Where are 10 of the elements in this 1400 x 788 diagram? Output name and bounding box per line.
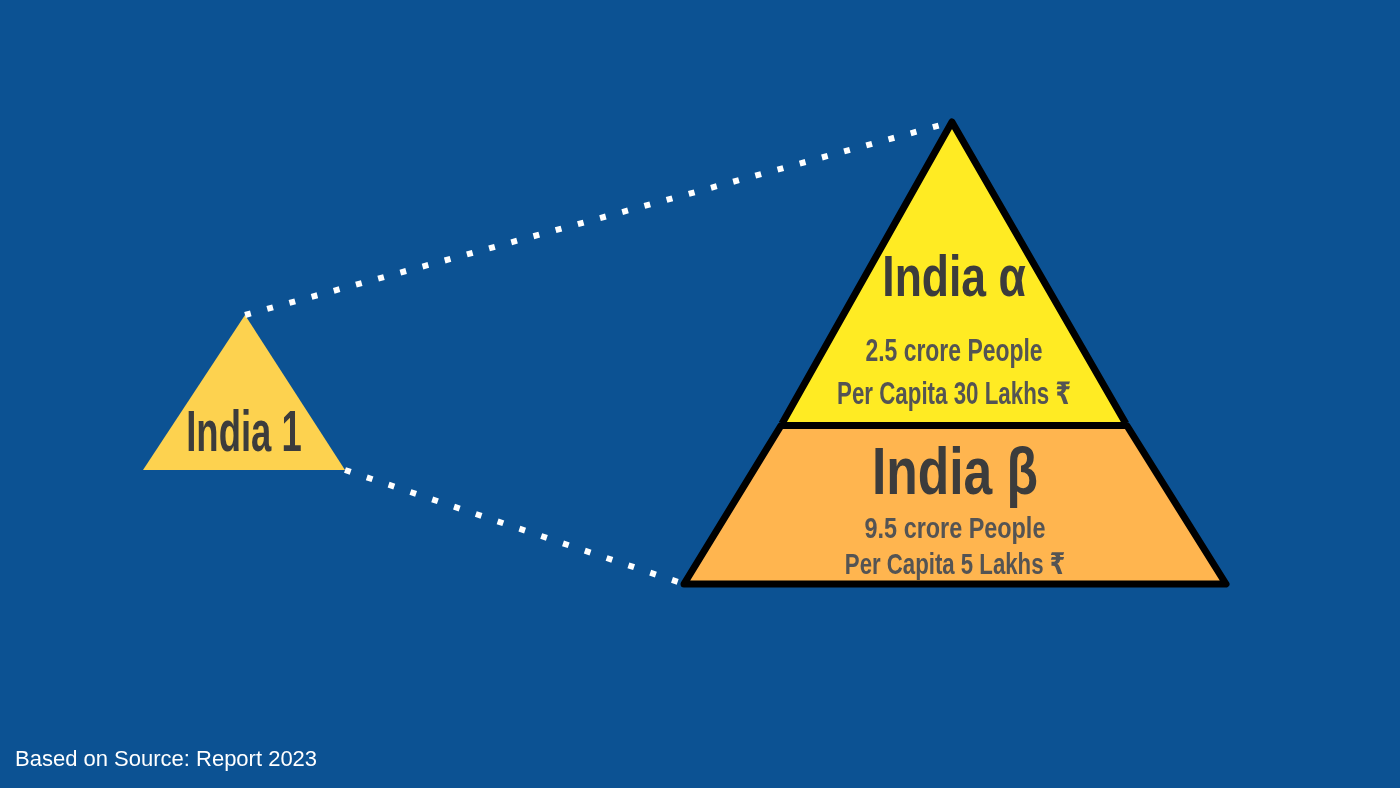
stat-line: 9.5 crore People xyxy=(864,510,1046,545)
stat-line: Per Capita 5 Lakhs ₹ xyxy=(844,546,1066,581)
stat-line: 2.5 crore People xyxy=(865,333,1043,369)
small-triangle xyxy=(143,315,345,470)
pyramid-base-trapezoid xyxy=(679,422,1231,589)
tier-heading: India 1 xyxy=(186,399,302,465)
source-caption: Based on Source: Report 2023 xyxy=(15,746,318,773)
tier-heading: India α xyxy=(882,244,1026,310)
tier-heading: India β xyxy=(871,432,1039,509)
stat-line: Per Capita 30 Lakhs ₹ xyxy=(837,376,1071,412)
